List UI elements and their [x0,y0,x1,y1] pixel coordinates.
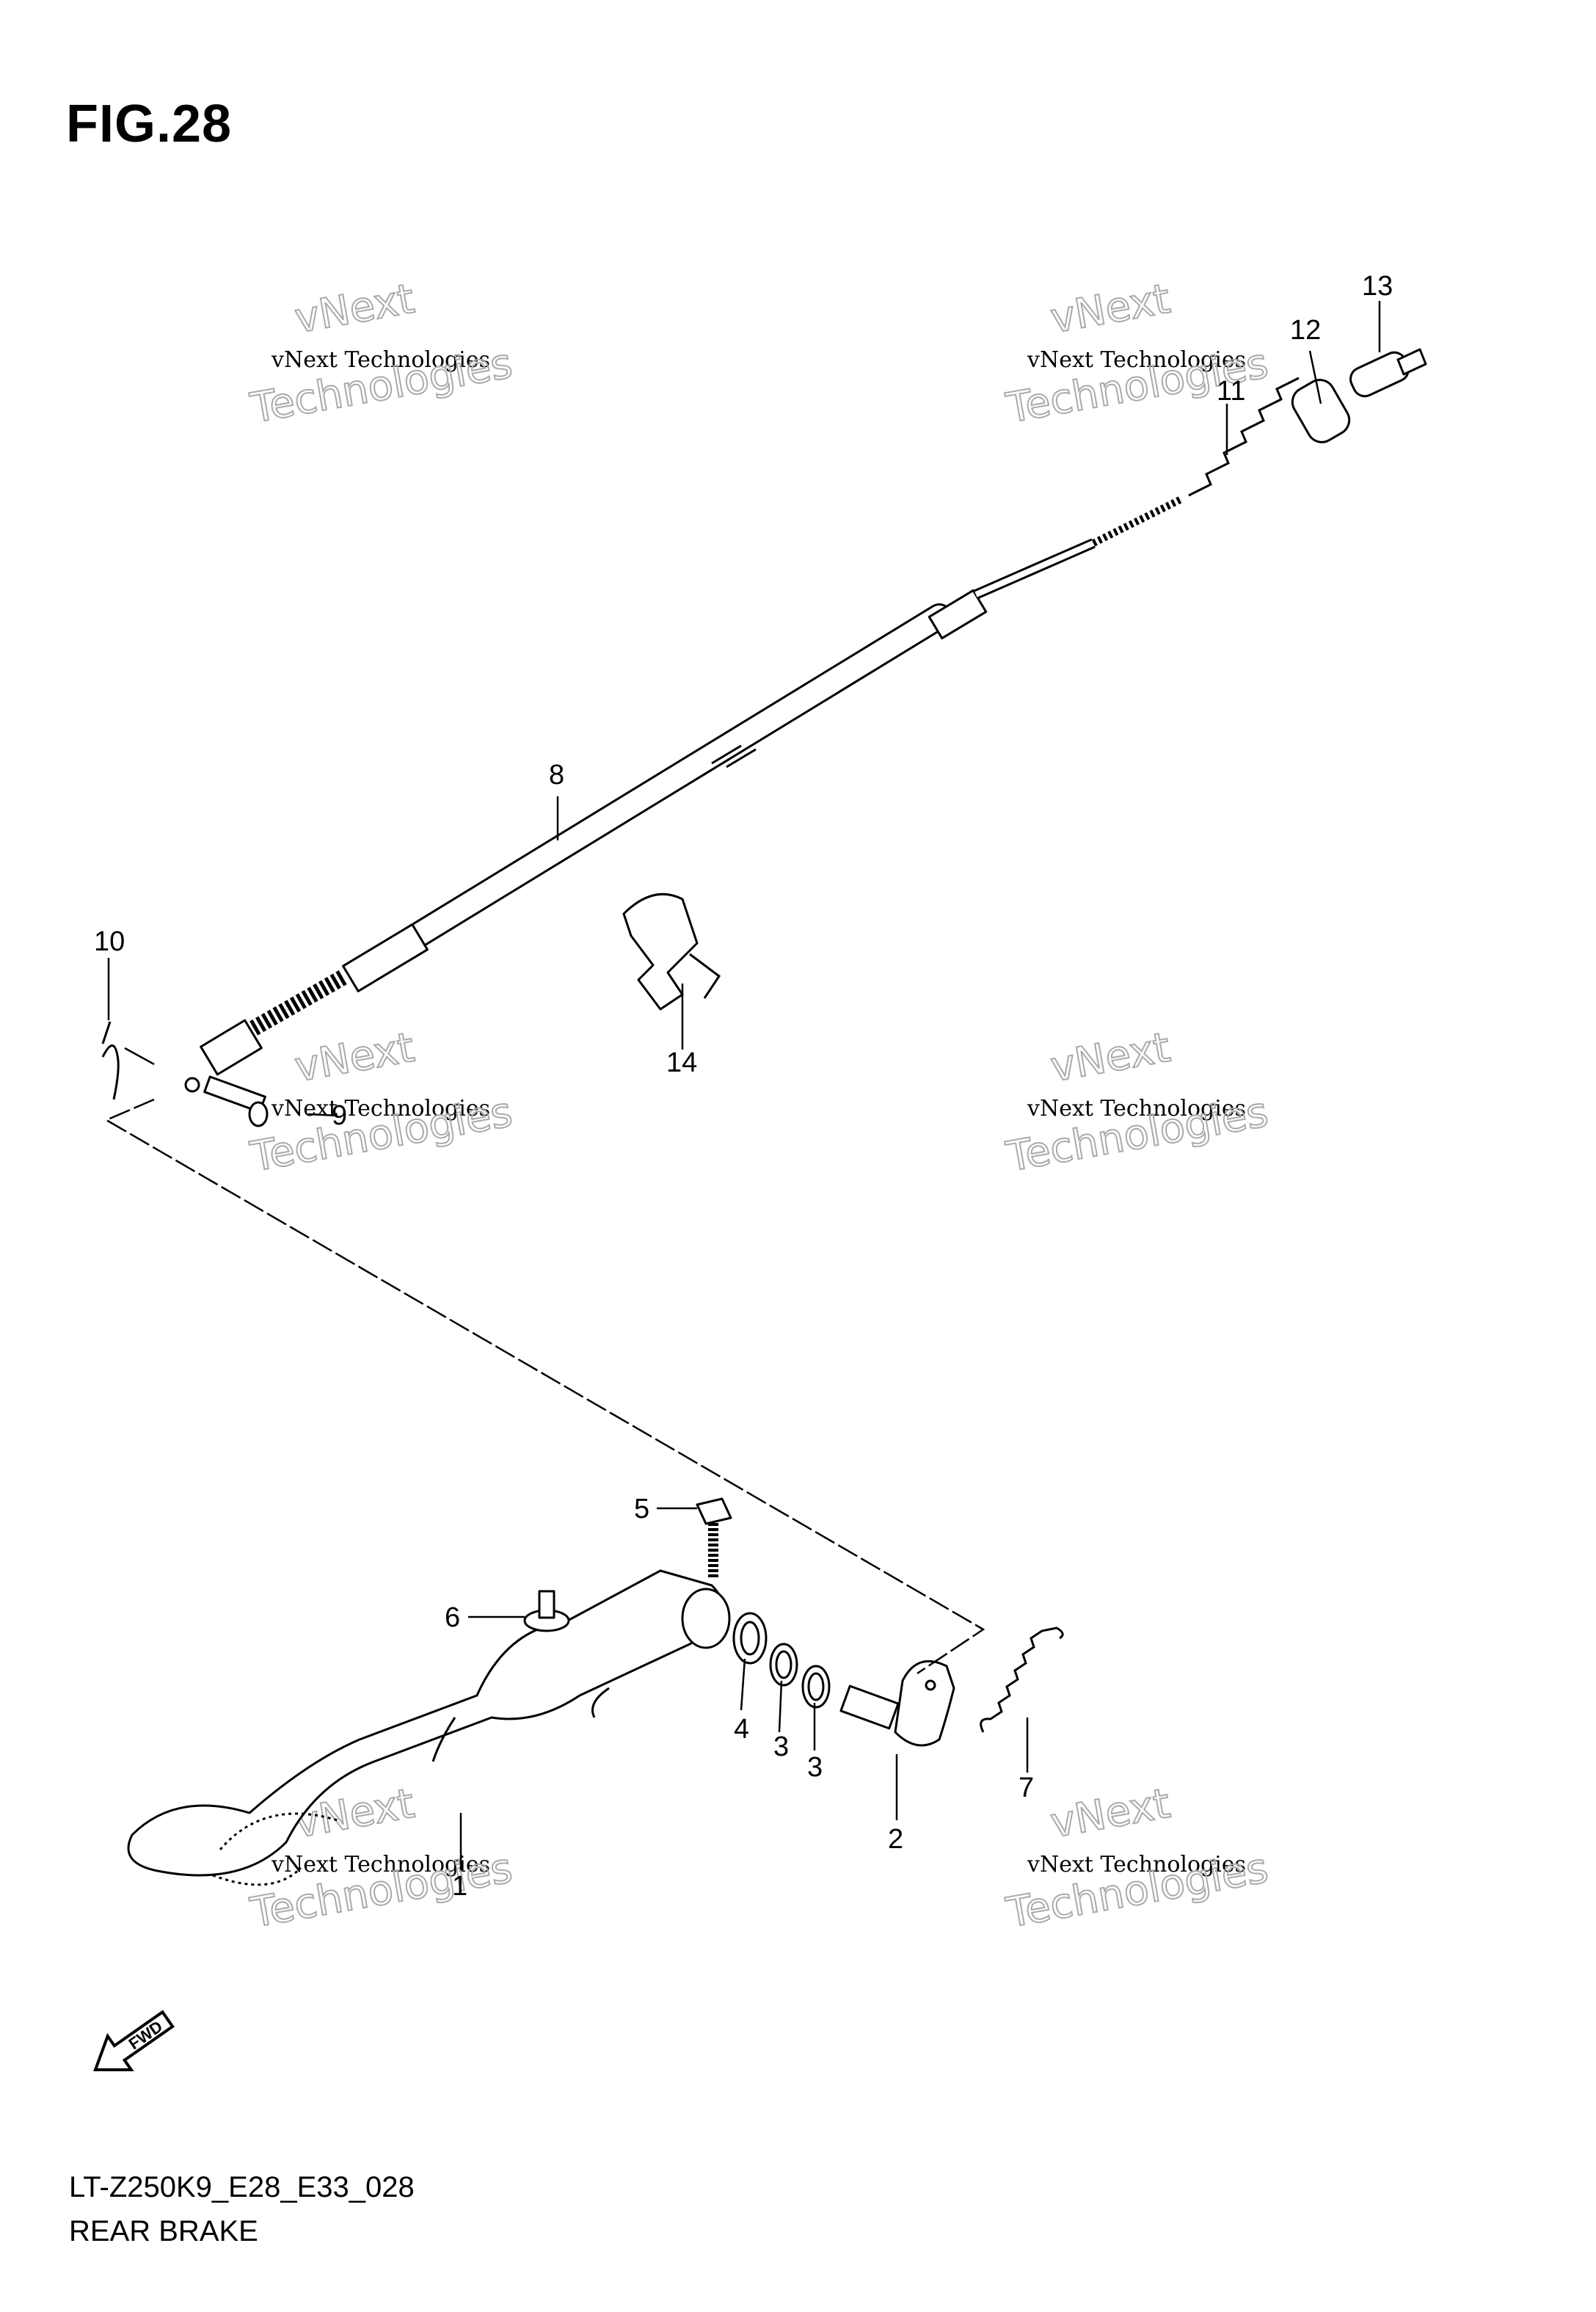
spring-part-11 [1188,377,1300,497]
clamp-part-14 [622,893,721,1011]
svg-text:vNext Technologies: vNext Technologies [1027,1096,1246,1122]
callout-14: 14 [666,1047,697,1078]
callout-11: 11 [1217,376,1245,407]
figure-title: FIG.28 [66,95,233,153]
svg-text:vNext: vNext [1047,1780,1173,1847]
svg-text:vNext Technologies: vNext Technologies [271,1852,490,1877]
svg-text:vNext: vNext [1047,1024,1173,1091]
watermark: vNext vNext Technologies Technologies [1002,275,1272,434]
svg-text:vNext Technologies: vNext Technologies [271,1096,490,1122]
watermark: vNext vNext Technologies Technologies [246,275,517,434]
leader-lines [107,301,1381,1870]
brake-cable-part-8 [184,495,1184,1093]
callout-13: 13 [1362,271,1393,302]
nut-part-6 [523,1590,570,1632]
sleeve-part-12 [1291,379,1351,443]
svg-text:vNext: vNext [291,1024,418,1091]
watermark: vNext vNext Technologies Technologies [1002,1023,1272,1182]
callout-5: 5 [634,1494,649,1524]
callout-1: 1 [452,1871,467,1902]
spring-part-7 [980,1626,1064,1733]
callout-9: 9 [332,1100,347,1131]
callout-7: 7 [1019,1773,1034,1803]
bolt-part-5 [696,1497,732,1578]
brake-arm-part-2 [839,1660,955,1747]
brake-pedal-part-1 [127,1569,731,1886]
callout-6: 6 [445,1602,460,1633]
svg-text:vNext: vNext [1047,275,1173,343]
joint-part-13 [1349,348,1427,398]
washer-part-4 [732,1612,768,1665]
clip-part-10 [101,1021,120,1100]
callout-3b: 3 [807,1752,823,1783]
model-code: LT-Z250K9_E28_E33_028 [69,2171,415,2203]
washer-part-3a [769,1643,798,1687]
callout-12: 12 [1290,315,1321,346]
pin-part-9 [203,1075,269,1127]
washer-part-3b [801,1665,831,1709]
section-name: REAR BRAKE [69,2215,258,2247]
svg-text:vNext Technologies: vNext Technologies [271,347,490,373]
callout-10: 10 [94,926,125,957]
svg-text:vNext Technologies: vNext Technologies [1027,347,1246,373]
callout-8: 8 [549,760,564,790]
svg-text:vNext: vNext [291,275,418,343]
fwd-arrow-icon: FWD [93,2010,175,2072]
callout-3a: 3 [773,1731,789,1762]
callout-4: 4 [734,1714,749,1745]
svg-text:vNext Technologies: vNext Technologies [1027,1852,1246,1877]
watermark: vNext vNext Technologies Technologies [246,1023,517,1182]
callout-2: 2 [888,1824,903,1855]
assembly-reference-line [104,1098,985,1675]
